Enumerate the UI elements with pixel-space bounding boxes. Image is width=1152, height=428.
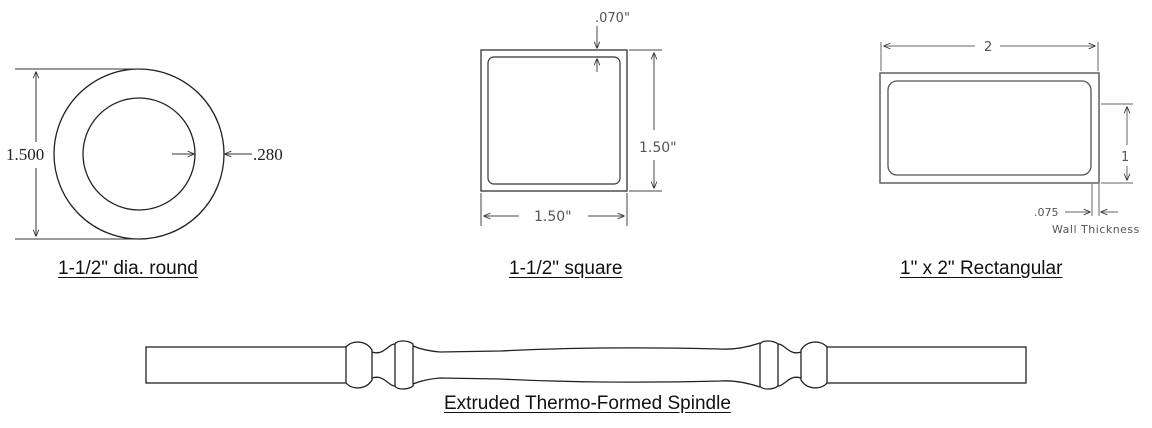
square-caption: 1-1/2" square bbox=[509, 258, 623, 279]
square-inner-wall bbox=[487, 56, 621, 185]
spindle-left-bead bbox=[345, 341, 373, 389]
spindle-caption: Extruded Thermo-Formed Spindle bbox=[444, 393, 731, 414]
rectangular-tube-drawing: 2 1 .075 Wall Thickness bbox=[879, 40, 1140, 236]
spindle-left-block bbox=[145, 346, 347, 384]
rect-wall-label: .075 bbox=[1034, 206, 1059, 219]
square-wall-label: .070" bbox=[595, 11, 630, 26]
rect-inner-wall bbox=[887, 80, 1092, 176]
round-diameter-label: 1.500 bbox=[6, 145, 44, 164]
round-tube-drawing: 1.500 .280 bbox=[6, 68, 283, 240]
rectangular-caption: 1" x 2" Rectangular bbox=[900, 258, 1063, 279]
square-width-label: 1.50" bbox=[534, 209, 572, 225]
round-outer-circle bbox=[53, 68, 225, 240]
spindle-drawing bbox=[145, 340, 1027, 390]
rect-width-label: 2 bbox=[984, 40, 992, 55]
round-wall-label: .280 bbox=[253, 145, 283, 164]
rect-outer-wall bbox=[879, 72, 1100, 184]
round-caption: 1-1/2" dia. round bbox=[58, 258, 198, 279]
round-inner-circle bbox=[82, 97, 196, 211]
rect-height-label: 1 bbox=[1121, 150, 1129, 165]
rect-wall-note: Wall Thickness bbox=[1052, 223, 1140, 236]
square-height-label: 1.50" bbox=[639, 140, 677, 156]
spindle-left-collar bbox=[394, 340, 414, 390]
square-outer-wall bbox=[480, 49, 628, 192]
square-tube-drawing: .070" 1.50" 1.50" bbox=[480, 11, 677, 226]
spindle-right-bead bbox=[800, 341, 828, 389]
spindle-right-block bbox=[826, 346, 1027, 384]
spindle-center-taper bbox=[412, 342, 761, 388]
spindle-right-collar bbox=[759, 340, 779, 390]
